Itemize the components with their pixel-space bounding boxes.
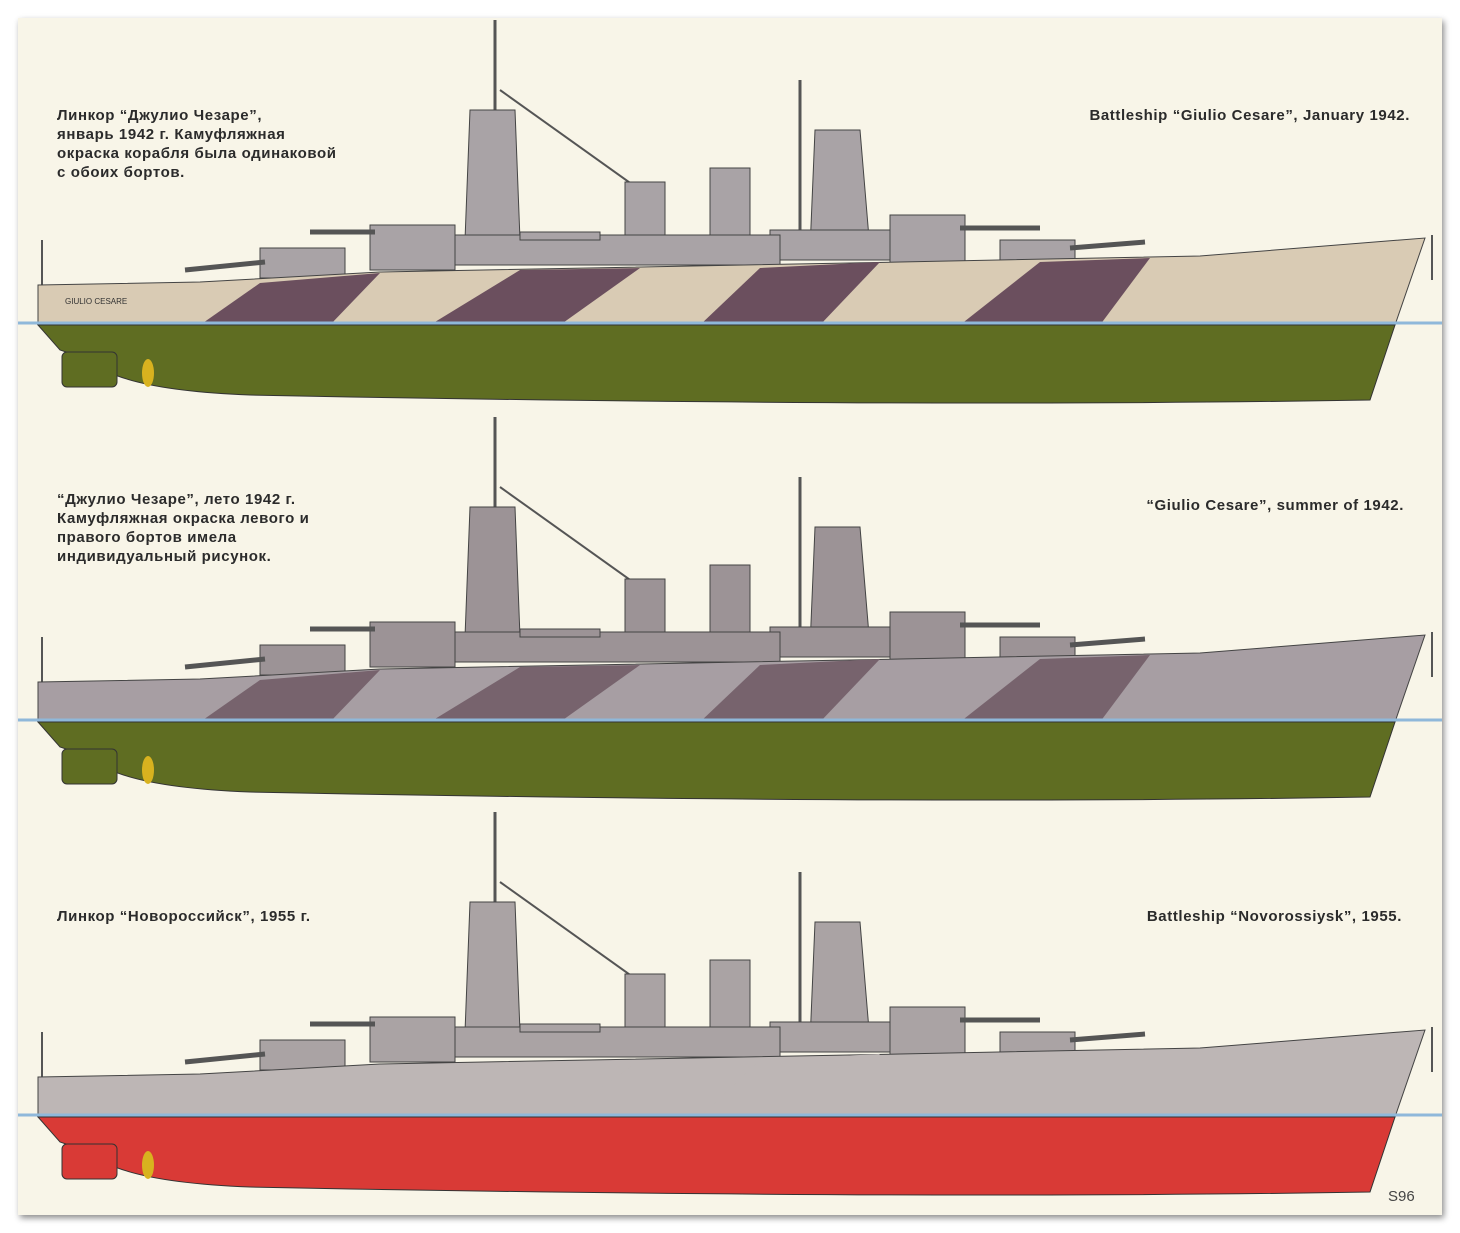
ship-giulio-cesare-summer-1942 bbox=[18, 417, 1442, 800]
ship-novorossiysk-1955 bbox=[18, 812, 1442, 1195]
caption-ru-3: Линкор “Новороссийск”, 1955 г. bbox=[57, 908, 311, 925]
caption-ru-1: Линкор “Джулио Чезаре”, январь 1942 г. К… bbox=[57, 107, 337, 181]
artist-signature: S96 bbox=[1388, 1188, 1415, 1205]
caption-en-2: “Giulio Cesare”, summer of 1942. bbox=[1146, 497, 1404, 514]
ship-giulio-cesare-jan-1942 bbox=[18, 20, 1442, 403]
caption-en-3: Battleship “Novorossiysk”, 1955. bbox=[1146, 908, 1402, 925]
caption-ru-2: “Джулио Чезаре”, лето 1942 г. Камуфляжна… bbox=[57, 491, 310, 565]
caption-en-1: Battleship “Giulio Cesare”, January 1942… bbox=[1089, 107, 1410, 124]
hull-name-label: GIULIO CESARE bbox=[65, 297, 127, 306]
